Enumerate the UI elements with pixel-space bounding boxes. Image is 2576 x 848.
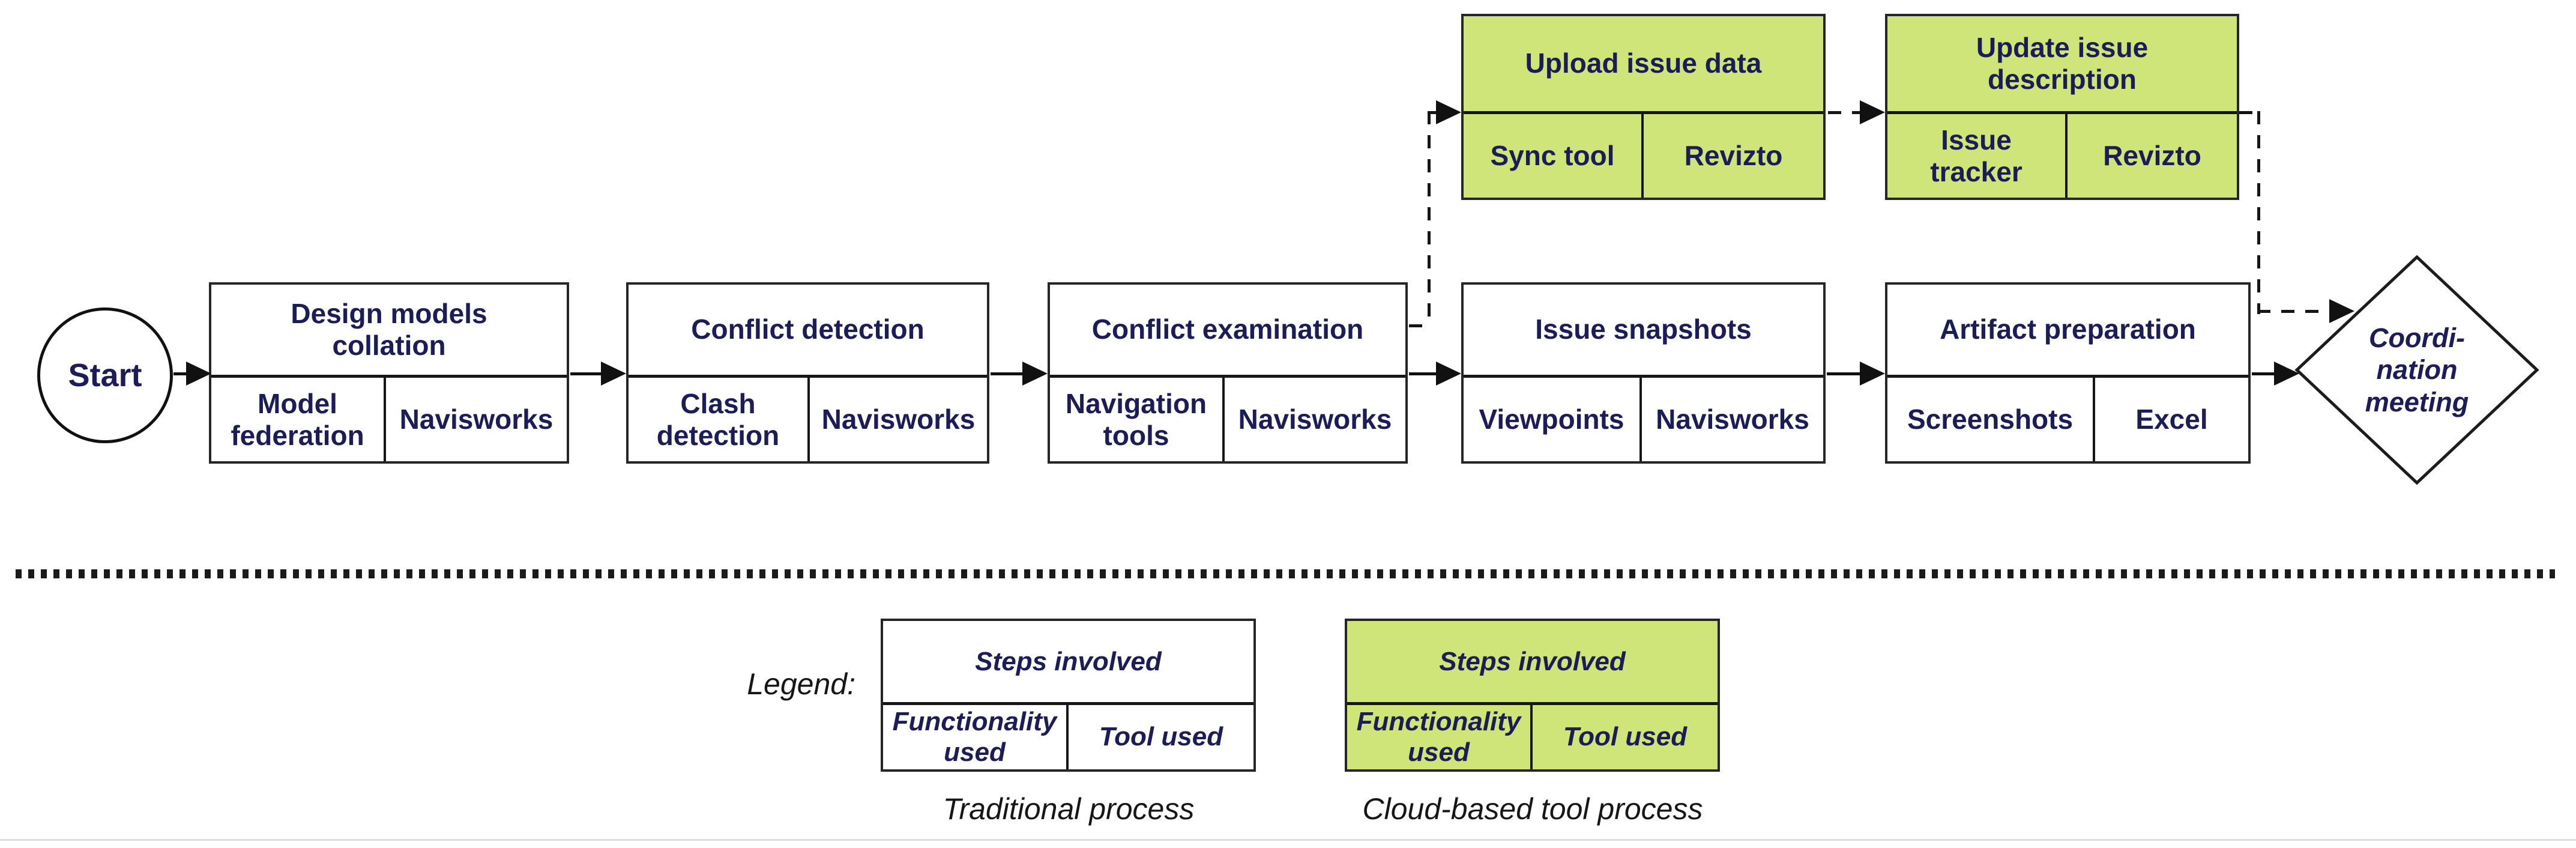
tool-cell: Navisworks xyxy=(821,404,976,435)
functionality-cell: Sync tool xyxy=(1464,114,1644,198)
step-box-conflict-detection: Conflict detection Clash detection Navis… xyxy=(626,282,989,464)
dashed-connector xyxy=(2257,310,2330,313)
step-title: Update issue description xyxy=(1887,16,2237,114)
legend-tool-used: Tool used xyxy=(1563,722,1688,752)
step-title: Conflict examination xyxy=(1050,285,1405,378)
arrow-head-icon xyxy=(1022,362,1048,386)
separator-dotted-line xyxy=(16,569,2555,578)
legend-tool-used: Tool used xyxy=(1099,722,1223,752)
cloud-step-box-update-issue-description: Update issue description Issue tracker R… xyxy=(1885,14,2239,200)
tool-cell: Navisworks xyxy=(1656,404,1809,435)
functionality-cell: Screenshots xyxy=(1887,378,2095,461)
arrow-head-icon xyxy=(1860,100,1885,124)
functionality-cell: Navigation tools xyxy=(1050,378,1225,461)
legend-steps-involved: Steps involved xyxy=(883,621,1253,705)
bottom-border-line xyxy=(0,839,2576,841)
step-title: Design models collation xyxy=(211,285,567,378)
arrow-head-icon xyxy=(1436,362,1461,386)
arrow-head-icon xyxy=(2329,299,2354,323)
flow-arrow-line xyxy=(2252,372,2277,375)
arrow-head-icon xyxy=(601,362,626,386)
tool-cell: Excel xyxy=(2135,404,2208,435)
legend-box-traditional: Steps involved Functionality used Tool u… xyxy=(881,619,1256,772)
functionality-cell: Viewpoints xyxy=(1464,378,1642,461)
legend-functionality-used: Functionality used xyxy=(883,705,1069,769)
legend-label: Legend: xyxy=(747,667,855,701)
diamond-shape xyxy=(2294,255,2539,485)
arrow-head-icon xyxy=(2274,362,2299,386)
legend-steps-involved: Steps involved xyxy=(1347,621,1718,705)
dashed-connector xyxy=(1828,111,1860,114)
tool-cell: Navisworks xyxy=(1238,404,1392,435)
flow-arrow-line xyxy=(1827,372,1861,375)
flow-arrow-line xyxy=(991,372,1025,375)
step-box-conflict-examination: Conflict examination Navigation tools Na… xyxy=(1048,282,1408,464)
connector-stub xyxy=(2239,111,2252,114)
functionality-cell: Clash detection xyxy=(629,378,810,461)
tool-cell: Revizto xyxy=(1684,140,1783,172)
step-title: Upload issue data xyxy=(1464,16,1823,114)
cloud-step-box-upload-issue-data: Upload issue data Sync tool Revizto xyxy=(1461,14,1826,200)
diamond-label: Coordi- nation meeting xyxy=(2365,323,2469,417)
step-title: Issue snapshots xyxy=(1464,285,1823,378)
arrow-head-icon xyxy=(186,362,211,386)
dashed-connector xyxy=(2257,111,2260,314)
start-node: Start xyxy=(37,307,173,443)
tool-cell: Revizto xyxy=(2103,140,2201,172)
dashed-connector xyxy=(1409,324,1431,327)
step-title: Conflict detection xyxy=(629,285,987,378)
legend-functionality-used: Functionality used xyxy=(1347,705,1533,769)
legend-caption-cloud: Cloud-based tool process xyxy=(1362,792,1703,826)
legend-caption-traditional: Traditional process xyxy=(943,792,1195,826)
step-title: Artifact preparation xyxy=(1887,285,2248,378)
tool-cell: Navisworks xyxy=(399,404,554,435)
functionality-cell: Model federation xyxy=(211,378,386,461)
flow-arrow-line xyxy=(570,372,603,375)
step-box-artifact-preparation: Artifact preparation Screenshots Excel xyxy=(1885,282,2251,464)
flow-arrow-line xyxy=(1409,372,1439,375)
dashed-connector xyxy=(1431,111,1440,114)
arrow-head-icon xyxy=(1436,100,1461,124)
step-box-design-models-collation: Design models collation Model federation… xyxy=(209,282,569,464)
legend-box-cloud: Steps involved Functionality used Tool u… xyxy=(1345,619,1720,772)
decision-diamond-coordination-meeting: Coordi- nation meeting xyxy=(2294,255,2539,485)
dashed-connector xyxy=(1428,111,1431,326)
functionality-cell: Issue tracker xyxy=(1887,114,2068,198)
step-box-issue-snapshots: Issue snapshots Viewpoints Navisworks xyxy=(1461,282,1826,464)
flow-arrow-line xyxy=(173,372,189,375)
arrow-head-icon xyxy=(1860,362,1885,386)
